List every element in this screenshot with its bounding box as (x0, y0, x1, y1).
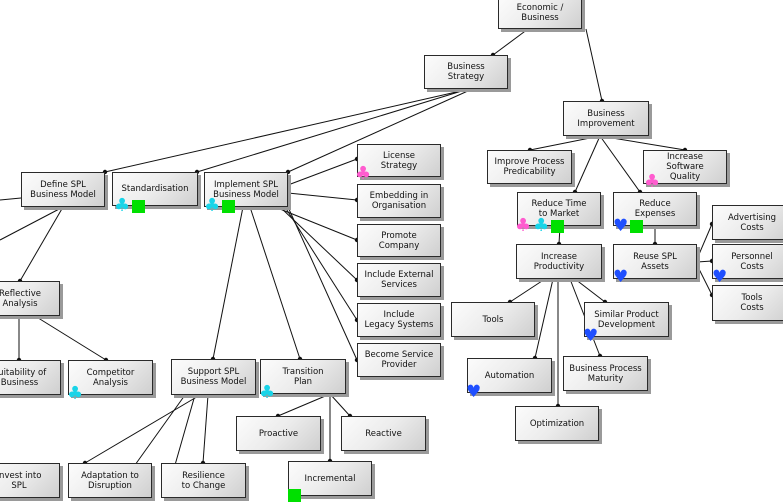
automation-markers: ♥ (466, 382, 482, 402)
pink-club-icon: ♣ (644, 171, 661, 192)
connector-line (599, 135, 686, 151)
connector-line (534, 278, 554, 359)
connector-line (599, 135, 641, 193)
node-adaptation-to-disruption[interactable]: Adaptation to Disruption (68, 463, 152, 498)
connector-line (34, 315, 107, 361)
node-economic-business[interactable]: Economic / Business (498, 0, 582, 29)
node-business-improvement[interactable]: Business Improvement (563, 101, 649, 136)
connector-line (277, 393, 331, 417)
node-increase-productivity[interactable]: Increase Productivity (516, 244, 602, 279)
node-optimization[interactable]: Optimization (515, 406, 599, 441)
node-proactive[interactable]: Proactive (236, 416, 321, 451)
node-include-external-services[interactable]: Include External Services (357, 263, 441, 297)
expenses-markers: ♥ (613, 216, 644, 236)
node-support-spl-business-model[interactable]: Support SPL Business Model (171, 359, 256, 395)
connector-line (249, 206, 301, 360)
connector-line (287, 158, 358, 186)
connector-line (212, 206, 244, 360)
cyan-club-icon: ♣ (67, 383, 84, 404)
cyan-club-icon: ♣ (259, 382, 276, 403)
connector-line (574, 135, 601, 193)
node-advertising-costs[interactable]: Advertising Costs (712, 205, 783, 240)
cyan-club-icon: ♣ (533, 215, 550, 236)
connector-line (287, 206, 358, 361)
node-license-strategy[interactable]: License Strategy (357, 144, 441, 177)
connector-line (696, 223, 713, 260)
blue-heart-icon: ♥ (613, 267, 629, 287)
cyan-club-icon: ♣ (204, 195, 221, 216)
green-square-icon (630, 219, 644, 233)
connector-line (287, 192, 358, 201)
blue-heart-icon: ♥ (466, 382, 482, 402)
node-suitability-of-business[interactable]: Suitability of Business (0, 360, 61, 395)
blue-heart-icon: ♥ (613, 216, 629, 236)
incremental-markers (288, 489, 301, 502)
connector-line (696, 260, 713, 263)
reuse-markers: ♥ (613, 267, 629, 287)
node-increase-software-quality[interactable]: Increase Software Quality (643, 150, 727, 184)
connector-line (104, 89, 466, 173)
pink-club-icon: ♣ (355, 163, 372, 184)
node-reduce-expenses[interactable]: Reduce Expenses (613, 192, 697, 226)
green-square-icon (551, 219, 565, 233)
node-invest-into-spl[interactable]: Invest into SPL (0, 463, 60, 498)
connector-line (0, 206, 64, 241)
node-tools-costs[interactable]: Tools Costs (712, 285, 783, 321)
implement-markers: ♣ (204, 195, 236, 216)
cyan-club-icon: ♣ (114, 195, 131, 216)
personnel-markers: ♥ (712, 267, 728, 287)
green-square-icon (222, 199, 236, 213)
transition-markers: ♣ (259, 382, 276, 403)
node-improve-process-predicability[interactable]: Improve Process Predicability (487, 150, 572, 184)
standardisation-markers: ♣ (114, 195, 146, 216)
node-business-process-maturity[interactable]: Business Process Maturity (563, 356, 648, 391)
node-incremental[interactable]: Incremental (288, 461, 372, 496)
similar-markers: ♥ (583, 326, 599, 346)
node-standardisation[interactable]: Standardisation (112, 172, 198, 206)
node-define-spl-business-model[interactable]: Define SPL Business Model (21, 172, 105, 207)
node-reuse-spl-assets[interactable]: Reuse SPL Assets (613, 244, 697, 279)
connector-line (274, 206, 358, 241)
node-similar-product-development[interactable]: Similar Product Development (584, 302, 669, 337)
license-markers: ♣ (355, 163, 372, 184)
connector-line (196, 89, 466, 173)
green-square-icon (132, 199, 146, 213)
green-square-icon (288, 489, 301, 502)
connector-line (329, 393, 351, 417)
node-personnel-costs[interactable]: Personnel Costs (712, 244, 783, 279)
node-reactive[interactable]: Reactive (341, 416, 426, 451)
connector-line (202, 394, 209, 464)
node-promote-company[interactable]: Promote Company (357, 224, 441, 257)
blue-heart-icon: ♥ (583, 326, 599, 346)
node-include-legacy-systems[interactable]: Include Legacy Systems (357, 303, 441, 337)
pink-club-icon: ♣ (515, 215, 532, 236)
node-tools[interactable]: Tools (451, 302, 535, 337)
node-automation[interactable]: Automation (467, 358, 552, 393)
node-implement-spl-business-model[interactable]: Implement SPL Business Model (204, 172, 288, 207)
connector-line (529, 135, 601, 151)
quality-markers: ♣ (644, 171, 661, 192)
competitor-markers: ♣ (67, 383, 84, 404)
ttm-markers: ♣ ♣ (515, 215, 565, 236)
node-become-service-provider[interactable]: Become Service Provider (357, 343, 441, 377)
blue-heart-icon: ♥ (712, 267, 728, 287)
connector-line (84, 394, 201, 464)
connector-line (509, 278, 546, 303)
connector-line (19, 206, 64, 282)
node-competitor-analysis[interactable]: Competitor Analysis (68, 360, 153, 395)
connector-line (492, 28, 529, 56)
node-business-strategy[interactable]: Business Strategy (424, 55, 508, 89)
node-reflective-analysis[interactable]: Reflective Analysis (0, 281, 60, 316)
node-resilience-to-change[interactable]: Resilience to Change (161, 463, 246, 498)
node-embedding-in-organisation[interactable]: Embedding in Organisation (357, 184, 441, 218)
connector-line (585, 28, 603, 102)
connector-line (287, 89, 471, 173)
connector-line (574, 278, 606, 303)
node-transition-plan[interactable]: Transition Plan (260, 359, 346, 394)
connector-line (696, 264, 713, 296)
